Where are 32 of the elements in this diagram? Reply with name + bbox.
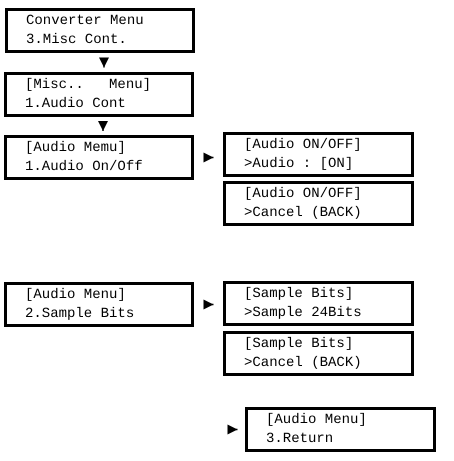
- menu-text-line: [Audio Memu]: [25, 138, 127, 158]
- menu-screen-box: [223, 132, 414, 177]
- menu-text-line: >Sample 24Bits: [244, 304, 363, 322]
- menu-screen-box: [245, 407, 436, 452]
- arrow: [99, 58, 109, 68]
- menu-text-line: [Audio ON/OFF]: [244, 136, 363, 154]
- arrow: [98, 121, 108, 131]
- menu-text-line: 3.Misc Cont.: [26, 30, 128, 50]
- menu-text-line: 1.Audio On/Off: [25, 158, 144, 176]
- menu-text-line: Converter Menu: [26, 12, 145, 30]
- menu-screen-box: [4, 135, 194, 180]
- menu-text-line: [Audio Menu]: [266, 410, 368, 430]
- menu-text-line: [Audio Menu]: [25, 286, 127, 304]
- menu-screen-box: [4, 72, 194, 117]
- menu-screen-box: [223, 281, 414, 326]
- arrow: [228, 424, 238, 434]
- menu-text-line: 1.Audio Cont: [25, 94, 127, 114]
- menu-screen-box: [223, 181, 414, 226]
- menu-screen-box: [223, 331, 414, 376]
- menu-text-line: 3.Return: [266, 430, 334, 448]
- menu-text-line: >Cancel (BACK): [244, 354, 363, 372]
- menu-screen-box: [5, 8, 195, 53]
- arrow: [204, 300, 214, 310]
- menu-text-line: [Misc.. Menu]: [25, 76, 152, 94]
- menu-text-line: [Sample Bits]: [244, 334, 354, 354]
- menu-text-line: >Cancel (BACK): [244, 204, 363, 222]
- menu-screen-box: [4, 282, 194, 327]
- arrow: [204, 152, 214, 162]
- menu-text-line: [Sample Bits]: [244, 284, 354, 304]
- menu-text-line: >Audio : [ON]: [244, 154, 354, 174]
- menu-text-line: 2.Sample Bits: [25, 304, 136, 324]
- menu-text-line: [Audio ON/OFF]: [244, 184, 363, 204]
